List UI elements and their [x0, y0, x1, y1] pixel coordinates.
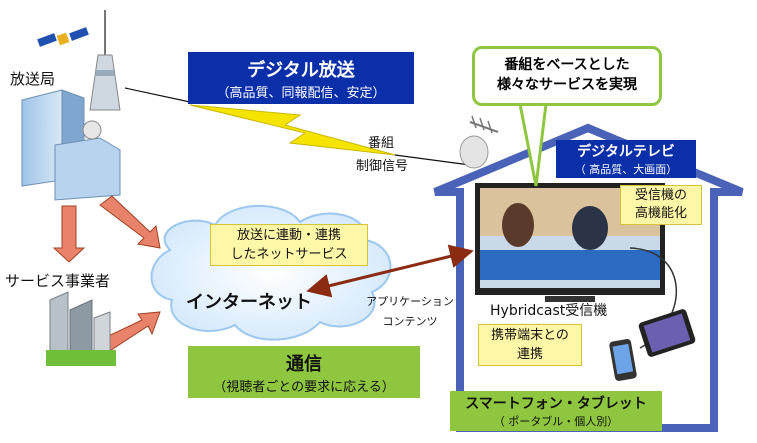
flow-arrows	[52, 195, 161, 353]
digital-tv-title: デジタルテレビ	[577, 144, 675, 160]
signal-control-label: 制御信号	[356, 159, 409, 174]
smartphone-box: スマートフォン・タブレット （ ポータブル・個人別）	[450, 391, 662, 431]
linked-service-line2: したネットサービス	[230, 247, 348, 262]
station-label: 放送局	[10, 70, 56, 88]
app-content-arrow	[306, 244, 474, 298]
smartphone-icon	[609, 339, 637, 381]
app-content-label: アプリケーション コンテンツ	[355, 292, 465, 332]
smartphone-subtitle: （ ポータブル・個人別）	[493, 415, 619, 428]
broadcast-signal-bolt	[124, 87, 471, 166]
broadcast-tower-icon	[89, 10, 121, 111]
service-callout: 番組をベースとした 様々なサービスを実現	[472, 46, 662, 106]
internet-label: インターネット	[186, 292, 312, 313]
receiver-feature-line2: 高機能化	[634, 206, 687, 221]
mobile-link-box: 携帯端末との 連携	[478, 324, 582, 366]
app-content-line2: コンテンツ	[382, 315, 438, 328]
satellite-icon	[37, 27, 89, 47]
tablet-icon	[638, 309, 696, 357]
linked-service-line1: 放送に連動・連携	[236, 228, 341, 243]
digital-tv-subtitle: （ 高品質、大画面）	[574, 163, 678, 176]
smartphone-title: スマートフォン・タブレット	[465, 396, 647, 412]
callout-line1: 番組をベースとした	[504, 57, 630, 73]
receiver-feature-box: 受信機の 高機能化	[620, 185, 702, 225]
telecom-title: 通信	[286, 354, 322, 375]
digital-broadcast-box: デジタル放送 （高品質、同報配信、安定）	[188, 52, 414, 104]
telecom-box: 通信 （視聴者ごとの要求に応える）	[188, 346, 420, 398]
signal-program-label: 番組	[368, 136, 395, 151]
provider-buildings-icon	[46, 291, 116, 366]
linked-service-box: 放送に連動・連携 したネットサービス	[210, 224, 368, 266]
app-content-line1: アプリケーション	[366, 295, 454, 308]
hybridcast-label: Hybridcast受信機	[490, 303, 608, 319]
digital-broadcast-title: デジタル放送	[247, 60, 355, 81]
digital-tv-box: デジタルテレビ （ 高品質、大画面）	[556, 140, 696, 178]
callout-line2: 様々なサービスを実現	[497, 77, 637, 93]
provider-label: サービス事業者	[5, 272, 111, 290]
digital-broadcast-subtitle: （高品質、同報配信、安定）	[216, 86, 386, 101]
mobile-link-line1: 携帯端末との	[491, 328, 569, 343]
receiver-feature-line1: 受信機の	[634, 188, 687, 203]
dish-antenna-icon	[459, 115, 499, 169]
telecom-subtitle: （視聴者ごとの要求に応える）	[213, 380, 395, 395]
mobile-link-line2: 連携	[516, 347, 543, 362]
station-building-icon	[21, 89, 121, 201]
